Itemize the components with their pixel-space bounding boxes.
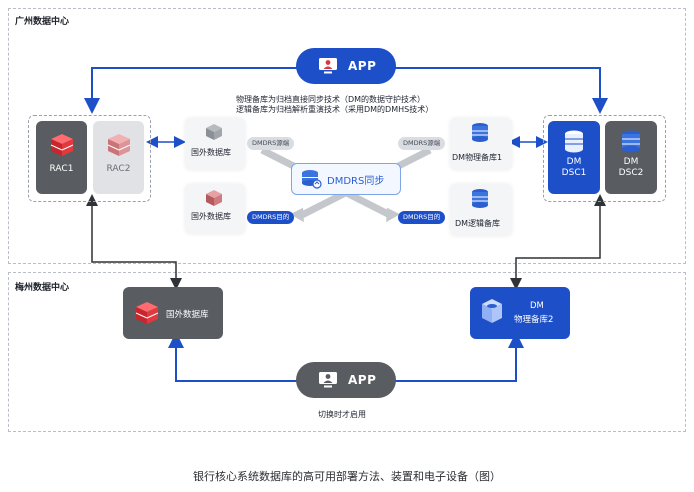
database-icon <box>472 189 488 208</box>
monitor-user-icon <box>319 372 337 388</box>
dsc-group <box>543 115 666 202</box>
dsc1-line2: DSC1 <box>561 168 587 178</box>
top-app-label: APP <box>348 59 377 73</box>
bottom-app-caption: 切换时才启用 <box>318 410 366 419</box>
database-icon <box>472 123 488 142</box>
meizhou-foreign-db-label: 国外数据库 <box>166 310 209 320</box>
rac1-label: RAC1 <box>49 164 74 174</box>
database-stack-icon <box>107 134 130 156</box>
dsc1-card[interactable]: DM DSC1 <box>548 121 600 194</box>
database-icon <box>482 299 502 323</box>
figure-caption: 银行核心系统数据库的高可用部署方法、装置和电子设备（图） <box>193 470 501 483</box>
dmdrs-sync-box[interactable]: DMDRS同步 <box>291 163 401 195</box>
rac2-card[interactable]: RAC2 <box>93 121 144 194</box>
server-stack-icon <box>206 124 222 140</box>
dmdrs-dst-chip-right: DMDRS目的 <box>398 211 446 224</box>
dmdrs-dst-chip-left: DMDRS目的 <box>247 211 295 224</box>
bottom-app-label: APP <box>348 373 377 387</box>
app-to-rac-line <box>84 67 298 114</box>
database-stack-icon <box>206 190 222 206</box>
dsc2-line1: DM <box>623 157 639 167</box>
tech-note-2: 逻辑备库为归档解析重演技术（采用DM的DMHS技术） <box>236 105 434 114</box>
dsc-to-meizhou-line <box>510 194 606 290</box>
dsc2-line2: DSC2 <box>618 168 644 178</box>
dsc1-line1: DM <box>566 157 582 167</box>
rac-to-meizhou-line <box>86 194 182 290</box>
meizhou-dm-standby-line2: 物理备库2 <box>514 315 554 325</box>
rac2-label: RAC2 <box>106 164 131 174</box>
foreign-db-2-label: 国外数据库 <box>191 212 231 221</box>
bottom-app-to-foreign-line <box>168 332 298 382</box>
rac-group <box>28 115 151 202</box>
dmdrs-src-chip-right: DMDRS源端 <box>398 137 446 150</box>
dmdrs-sync-label: DMDRS同步 <box>327 175 385 187</box>
database-stack-icon <box>135 302 159 324</box>
bottom-app-pill[interactable]: APP <box>296 362 396 398</box>
top-app-pill[interactable]: APP <box>296 48 396 84</box>
dm-logical-standby-label: DM逻辑备库 <box>455 219 501 228</box>
monitor-user-icon <box>319 58 337 74</box>
meizhou-region <box>8 272 686 432</box>
database-icon <box>622 130 640 153</box>
database-stack-icon <box>50 134 73 156</box>
meizhou-region-title: 梅州数据中心 <box>15 283 70 293</box>
foreign-db-1-label: 国外数据库 <box>191 148 231 157</box>
app-to-dsc-line <box>395 67 608 114</box>
bottom-app-to-standby-line <box>395 332 524 382</box>
tech-note-1: 物理备库为归档直接同步技术（DM的数据守护技术） <box>236 95 426 104</box>
meizhou-dm-standby-line1: DM <box>530 301 544 311</box>
database-icon <box>565 130 583 153</box>
dm-physical-standby-1-label: DM物理备库1 <box>452 153 503 162</box>
dsc2-card[interactable]: DM DSC2 <box>605 121 657 194</box>
guangzhou-region-title: 广州数据中心 <box>15 17 70 27</box>
database-sync-icon <box>302 170 322 189</box>
rac1-card[interactable]: RAC1 <box>36 121 87 194</box>
dmdrs-src-chip-left: DMDRS源端 <box>247 137 295 150</box>
